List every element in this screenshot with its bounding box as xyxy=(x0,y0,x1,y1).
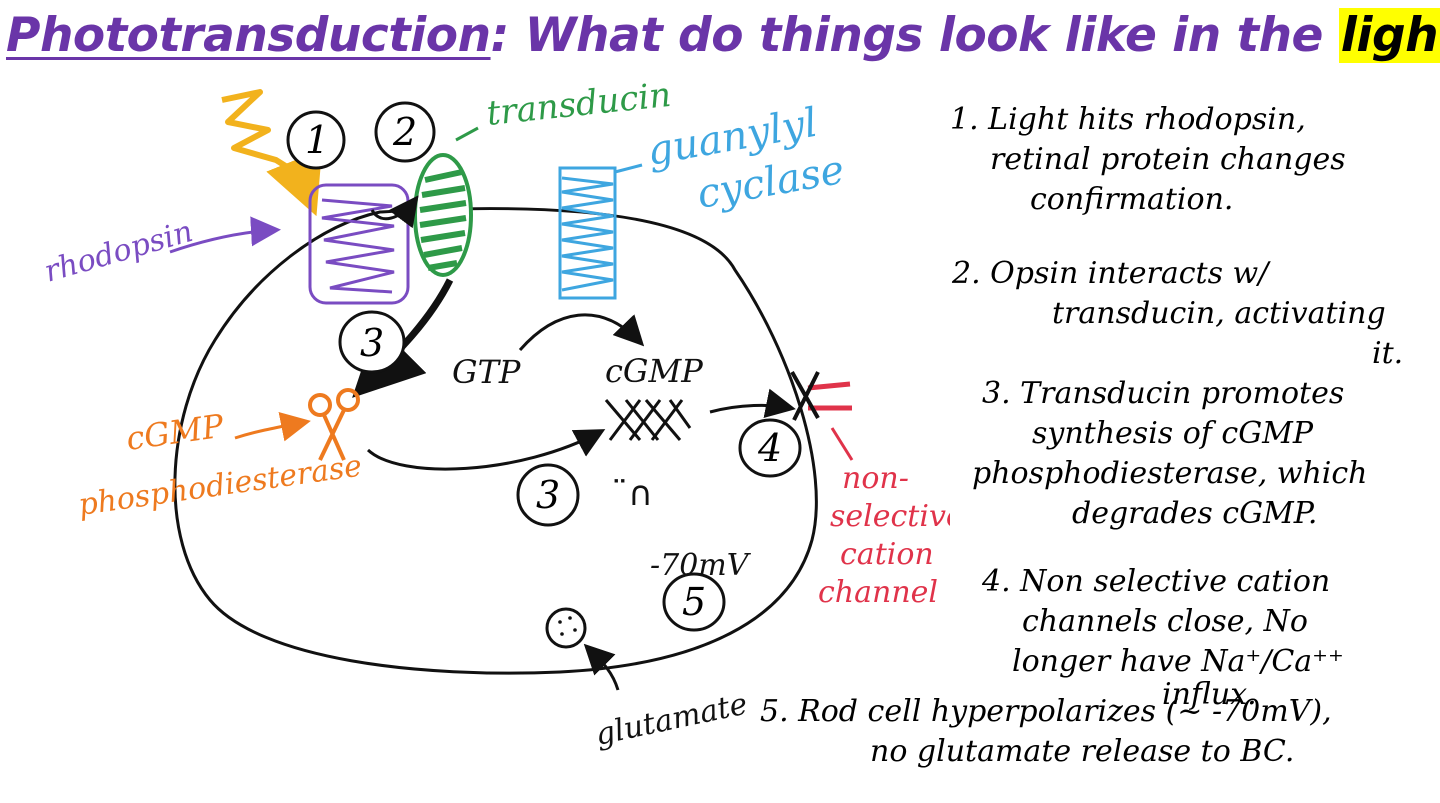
glutamate-pointer-arrow xyxy=(583,643,620,691)
rhodopsin-to-transducin-arrow xyxy=(370,195,419,229)
transducin-icon xyxy=(413,153,473,277)
guanylyl-cyclase-icon xyxy=(558,166,617,300)
channel-label-line3: cation xyxy=(840,537,934,572)
step-4-line-1: 4. Non selective cation xyxy=(982,564,1331,599)
sad-face: ̈∩ xyxy=(614,474,653,514)
marker-3a-text: 3 xyxy=(360,321,384,365)
marker-5: 5 xyxy=(662,572,726,632)
transducin-label-tick xyxy=(455,126,479,142)
glutamate-label: glutamate xyxy=(592,687,750,753)
step-1-line-1: 1. Light hits rhodopsin, xyxy=(950,102,1306,137)
gtp-to-cgmp-arrow xyxy=(518,313,645,351)
marker-1: 1 xyxy=(286,110,346,170)
step-1-line-3: confirmation. xyxy=(1030,182,1234,217)
step-1-line-2: retinal protein changes xyxy=(990,142,1346,177)
slide-title: Phototransduction: What do things look l… xyxy=(6,4,1440,68)
title-main: Phototransduction xyxy=(6,8,491,63)
rhodopsin-icon xyxy=(308,183,410,305)
step-3: 3. Transducin promotes synthesis of cGMP… xyxy=(972,374,1368,534)
steps-list: 1. Light hits rhodopsin, retinal protein… xyxy=(760,92,1440,803)
marker-4: 4 xyxy=(738,418,802,478)
step-3-line-3: phosphodiesterase, which xyxy=(972,456,1368,491)
gtp-label: GTP xyxy=(452,353,521,391)
step-2-line-2: transducin, activating xyxy=(1052,296,1386,331)
marker-5-text: 5 xyxy=(682,580,706,624)
marker-3b-text: 3 xyxy=(536,473,560,517)
step-5-line-2: no glutamate release to BC. xyxy=(870,734,1295,769)
transducin-to-pde-arrow xyxy=(352,278,454,398)
step-4-line-4: influx. xyxy=(1162,677,1257,712)
step-4-line-3: longer have Na⁺/Ca⁺⁺ xyxy=(1012,644,1344,679)
scissors-icon xyxy=(308,388,360,461)
cgmp-to-channel-arrow xyxy=(709,388,796,419)
channel-label-line2: selective xyxy=(830,499,950,534)
step-2-line-3: it. xyxy=(1372,336,1404,371)
marker-1-text: 1 xyxy=(305,118,329,162)
cation-channel-icon xyxy=(790,371,852,421)
step-3-line-2: synthesis of cGMP xyxy=(1032,416,1314,451)
step-1: 1. Light hits rhodopsin, retinal protein… xyxy=(950,100,1346,220)
step-4: 4. Non selective cation channels close, … xyxy=(982,562,1344,712)
title-highlight: light? xyxy=(1338,8,1440,63)
glutamate-vesicle-icon xyxy=(545,607,587,649)
step-4-line-2: channels close, No xyxy=(1022,604,1308,639)
step-2: 2. Opsin interacts w/ transducin, activa… xyxy=(952,254,1403,374)
title-rest: : What do things look like in the xyxy=(490,8,1339,63)
light-zigzag-icon xyxy=(221,89,323,217)
channel-label-tick xyxy=(830,427,854,461)
step-3-line-1: 3. Transducin promotes xyxy=(982,376,1345,411)
degraded-cgmp-icon xyxy=(604,399,692,441)
pde-to-cgmp-arrow xyxy=(366,429,606,471)
step-3-line-4: degrades cGMP. xyxy=(1072,496,1318,531)
cgmp-label: cGMP xyxy=(605,352,703,390)
pde-pointer-arrow xyxy=(234,411,311,442)
marker-3a: 3 xyxy=(338,310,406,374)
channel-label-line4: channel xyxy=(818,575,938,610)
guanylyl-label-tick xyxy=(614,163,643,174)
step-2-line-1: 2. Opsin interacts w/ xyxy=(952,256,1269,291)
rhodopsin-pointer-arrow xyxy=(169,216,281,254)
marker-2: 2 xyxy=(374,101,436,163)
phototransduction-diagram: rhodopsin transducin guanylyl cyclase GT… xyxy=(41,75,950,753)
channel-label-line1: non- xyxy=(842,461,909,496)
pde-label-line1: cGMP xyxy=(124,407,227,458)
step-5-line-1: 5. Rod cell hyperpolarizes (~ -70mV), xyxy=(760,694,1332,729)
marker-4-text: 4 xyxy=(757,426,782,470)
rod-cell-membrane xyxy=(173,207,818,675)
marker-3b: 3 xyxy=(516,463,580,527)
marker-2-text: 2 xyxy=(392,110,417,154)
step-5: 5. Rod cell hyperpolarizes (~ -70mV), no… xyxy=(760,692,1332,772)
pde-label-line2: phosphodiesterase xyxy=(76,449,364,523)
rhodopsin-label: rhodopsin xyxy=(41,214,197,290)
transducin-label: transducin xyxy=(485,75,673,134)
